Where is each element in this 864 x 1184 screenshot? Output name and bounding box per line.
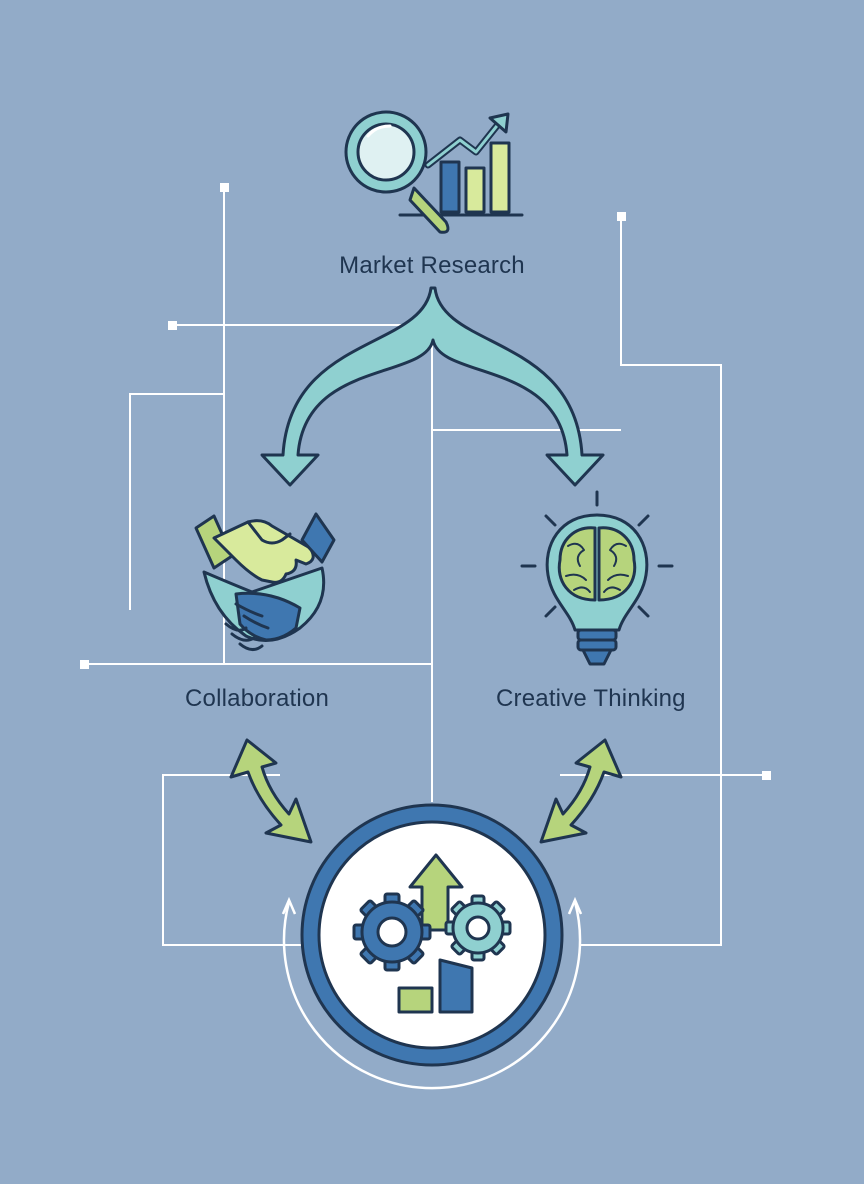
market-research-label: Market Research (339, 252, 525, 279)
handshake-icon (194, 512, 336, 651)
double-arrow-right (539, 738, 623, 844)
magnifier-chart-icon (344, 110, 524, 234)
lightbulb-brain-icon (520, 490, 674, 666)
gears-growth-icon (352, 853, 512, 1014)
gear-teal-icon (444, 894, 512, 962)
center-node (281, 803, 583, 1090)
creative-thinking-label: Creative Thinking (496, 685, 686, 712)
double-arrow-left (229, 738, 313, 844)
connector-lines (84, 187, 766, 946)
light-rays (520, 490, 674, 618)
collaboration-label: Collaboration (185, 685, 330, 712)
connector-dots (80, 183, 771, 780)
cycle-arc-icon (282, 901, 582, 1090)
gear-blue-icon (352, 892, 432, 972)
split-arrow (260, 286, 605, 487)
